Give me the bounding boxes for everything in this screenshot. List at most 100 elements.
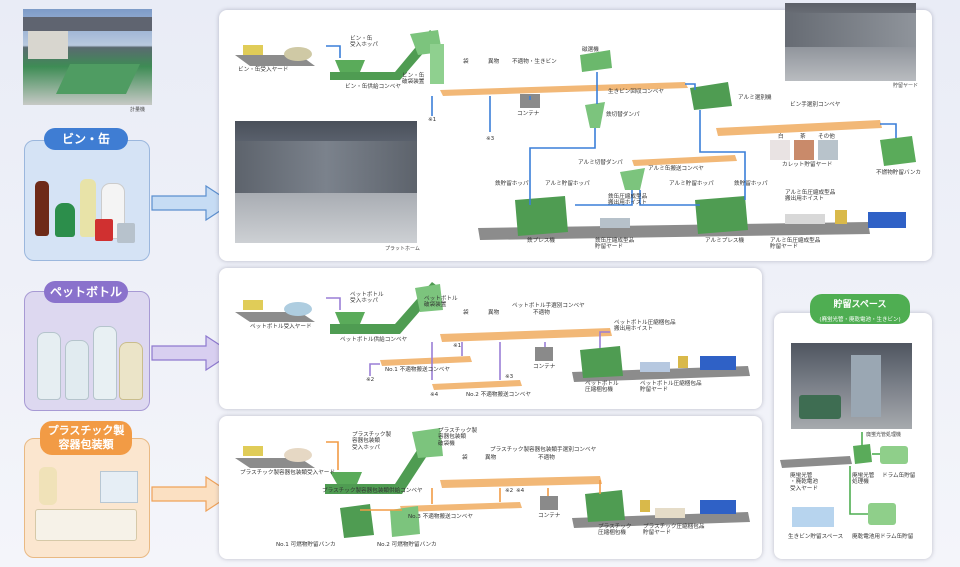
pet-nonsuit-label: 不適物 bbox=[533, 310, 550, 316]
platform-photo-floor bbox=[235, 193, 417, 243]
bin-breaker-label: ビン・缶 破袋装置 bbox=[402, 73, 425, 86]
scale-photo bbox=[23, 9, 152, 105]
cullet-yard-label: カレット貯留ヤード bbox=[782, 162, 833, 168]
flow-line-7 bbox=[529, 128, 596, 205]
pet-hopper-label: ペットボトル 受入ホッパ bbox=[350, 292, 384, 305]
scale-photo-roof bbox=[23, 17, 152, 31]
alu-hopper-a-label: アルミ貯留ホッパ bbox=[545, 181, 590, 187]
storage-yard-photo-wall bbox=[785, 13, 916, 47]
platform-photo bbox=[235, 121, 417, 243]
nonsuit-bunker-label: 不燃物貯留バンカ bbox=[876, 170, 922, 176]
pet-bottle-icon-3 bbox=[93, 326, 117, 400]
no1-bunker-label: No.1 可燃物貯留バンカ bbox=[276, 542, 336, 548]
alu-hoist-label: アルミ缶圧縮成型品 搬出用ホイスト bbox=[785, 190, 836, 203]
bin-supply-conveyor-label: ビン・缶供給コンベヤ bbox=[345, 84, 401, 90]
plastic-container-label: コンテナ bbox=[538, 513, 561, 519]
container-label: コンテナ bbox=[517, 111, 540, 117]
platform-caption: プラットホーム bbox=[385, 246, 420, 252]
iron-hopper-label: 鉄貯留ホッパ bbox=[495, 181, 529, 187]
no1-conveyor-label: No.1 不適物搬送コンベヤ bbox=[385, 367, 450, 373]
panel-plastic bbox=[219, 416, 762, 559]
pet-supply-conveyor-label: ペットボトル供給コンベヤ bbox=[340, 337, 408, 343]
plastic-mark4: ※4 bbox=[516, 488, 525, 494]
plastic-hopper bbox=[330, 472, 362, 484]
plastic-hopper-label: プラスチック製 容器包装類 受入ホッパ bbox=[352, 432, 392, 451]
plastic-bale-pile bbox=[655, 508, 685, 518]
plastic-breaker-label: プラスチック製 容器包装類 破袋機 bbox=[438, 428, 478, 447]
pet-truck-icon bbox=[700, 356, 736, 370]
storage-title-pill: 貯留スペース (廃蛍光管・廃乾電池・生きビン) bbox=[810, 294, 910, 324]
pet-container bbox=[535, 347, 553, 361]
no3-nonsuit-conveyor bbox=[400, 502, 522, 512]
flow-line-9 bbox=[880, 123, 897, 138]
storage-yard-caption: 貯留ヤード bbox=[893, 83, 919, 89]
drum-storage-label: ドラム缶貯留 bbox=[882, 473, 916, 479]
plastic-supply-conveyor bbox=[325, 430, 440, 494]
pet-sort-conveyor bbox=[440, 328, 612, 342]
bin-sort-conveyor bbox=[440, 82, 688, 96]
iron-press-label: 鉄プレス機 bbox=[527, 238, 555, 244]
pet-hoist-label: ペットボトル圧縮梱包品 搬出用ホイスト bbox=[614, 320, 676, 333]
can-icon-2 bbox=[117, 223, 135, 243]
pet-bottle-icon bbox=[37, 332, 61, 400]
pet-bag-label: 袋 bbox=[463, 310, 469, 316]
pet-yard-out-label: ペットボトル圧縮梱包品 貯留ヤード bbox=[640, 381, 702, 394]
plastic-box-icon bbox=[100, 471, 138, 503]
lamp-yard-label: 廃蛍光管 ・廃乾電池 受入ヤード bbox=[790, 473, 818, 492]
alu-press-label: アルミプレス機 bbox=[705, 238, 745, 244]
pet-breaker-label: ペットボトル 破袋装置 bbox=[424, 296, 458, 309]
storage-title: 貯留スペース bbox=[833, 300, 887, 310]
drum-machine-body bbox=[851, 355, 881, 417]
magnet-label: 磁選機 bbox=[582, 47, 599, 53]
no2-conveyor-label: No.2 不適物搬送コンベヤ bbox=[466, 392, 531, 398]
scale-caption: 計量機 bbox=[130, 107, 146, 113]
plastic-container bbox=[540, 496, 558, 510]
plastic-hand-conveyor-label: プラスチック製容器包装類手選別コンベヤ bbox=[490, 447, 597, 453]
drum-group-2 bbox=[868, 503, 896, 525]
glass-other-label: その他 bbox=[818, 134, 835, 140]
pet-mark2: ※2 bbox=[366, 377, 375, 383]
pet-loader-icon bbox=[243, 300, 263, 310]
drum-machine-caption: 廃蛍光管処理機 bbox=[866, 432, 902, 438]
pet-press-machine bbox=[580, 346, 623, 378]
pet-bale-pile bbox=[640, 362, 670, 372]
flow-line-1 bbox=[326, 45, 341, 58]
nonsuit-bunker-machine bbox=[880, 136, 916, 166]
pet-container-label: コンテナ bbox=[533, 364, 556, 370]
bin-nonsuit-label: 不適物・生きビン bbox=[512, 59, 557, 65]
plastic-flow-1 bbox=[326, 441, 339, 470]
pet-mark3: ※3 bbox=[505, 374, 514, 380]
pet-mark1: ※1 bbox=[453, 343, 462, 349]
alu-damper-label: アルミ切替ダンパ bbox=[578, 160, 623, 166]
iron-bale-pile bbox=[600, 218, 630, 228]
flow-line-10 bbox=[575, 190, 633, 206]
plastic-press-label: プラスチック 圧縮梱包機 bbox=[598, 524, 632, 537]
alu-damper-machine bbox=[620, 168, 645, 190]
magnet-machine bbox=[580, 50, 612, 72]
no2-nonsuit-conveyor bbox=[432, 380, 522, 390]
platform-photo-wall bbox=[235, 141, 417, 193]
plastic-foreign-label: 異物 bbox=[485, 455, 497, 461]
pet-breaker bbox=[415, 284, 443, 312]
glass-brown-label: 茶 bbox=[800, 134, 806, 140]
category-pet-label: ペットボトル bbox=[44, 281, 128, 303]
drum-group-1 bbox=[880, 446, 908, 464]
pet-flow-7 bbox=[599, 331, 610, 348]
alu-conveyor-label: アルミ缶搬送コンベヤ bbox=[648, 166, 704, 172]
bin-mark3: ※3 bbox=[486, 136, 495, 142]
plastic-mark2: ※2 bbox=[505, 488, 514, 494]
no3-conveyor-label: No.3 不適物搬送コンベヤ bbox=[408, 514, 473, 520]
alu-press-machine bbox=[695, 196, 748, 234]
can-icon bbox=[95, 219, 113, 241]
no1-bunker-machine bbox=[340, 504, 374, 538]
plastic-bag-label: 袋 bbox=[462, 455, 468, 461]
pet-hopper bbox=[335, 312, 365, 324]
plastic-bottle-icon bbox=[39, 467, 57, 505]
truck-icon bbox=[868, 212, 906, 228]
pet-hand-conveyor-label: ペットボトル手選別コンベヤ bbox=[512, 303, 585, 309]
pet-flow-6 bbox=[369, 363, 380, 376]
bin-bag-label: 袋 bbox=[463, 59, 469, 65]
plastic-forklift-icon bbox=[640, 500, 650, 512]
